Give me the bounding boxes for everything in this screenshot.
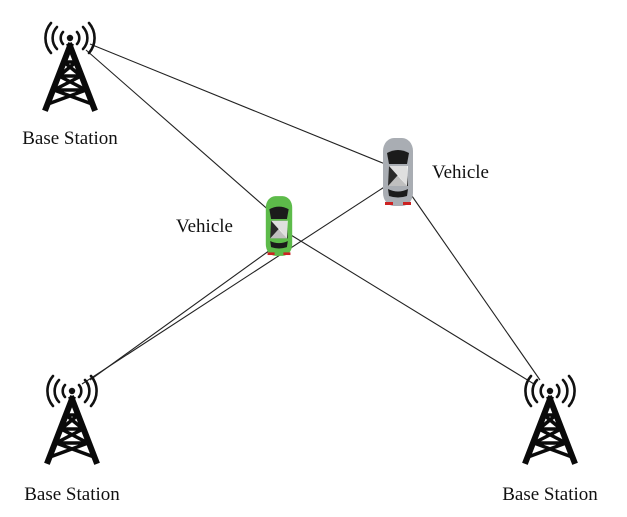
base-station-tower-icon [525, 376, 574, 461]
base-station-tower-icon [45, 23, 94, 108]
link-bs-bottom-right-vehicle-gray [404, 185, 541, 381]
link-bs-top-left-vehicle-green [85, 49, 281, 221]
links [81, 43, 541, 385]
vehicle-green-car-icon [265, 196, 293, 256]
vehicle-label-gray: Vehicle [432, 162, 489, 183]
base-station-label-bottom-right: Base Station [502, 484, 598, 505]
link-bs-bottom-left-vehicle-gray [81, 181, 393, 385]
link-bs-bottom-right-vehicle-green [285, 231, 535, 385]
vehicle-label-green: Vehicle [176, 216, 233, 237]
vehicle-gray-car-icon [383, 138, 413, 206]
base-station-label-top-left: Base Station [22, 128, 118, 149]
base-station-label-bottom-left: Base Station [24, 484, 120, 505]
link-bs-bottom-left-vehicle-green [89, 239, 285, 381]
link-bs-top-left-vehicle-gray [89, 43, 391, 167]
base-station-tower-icon [47, 376, 96, 461]
